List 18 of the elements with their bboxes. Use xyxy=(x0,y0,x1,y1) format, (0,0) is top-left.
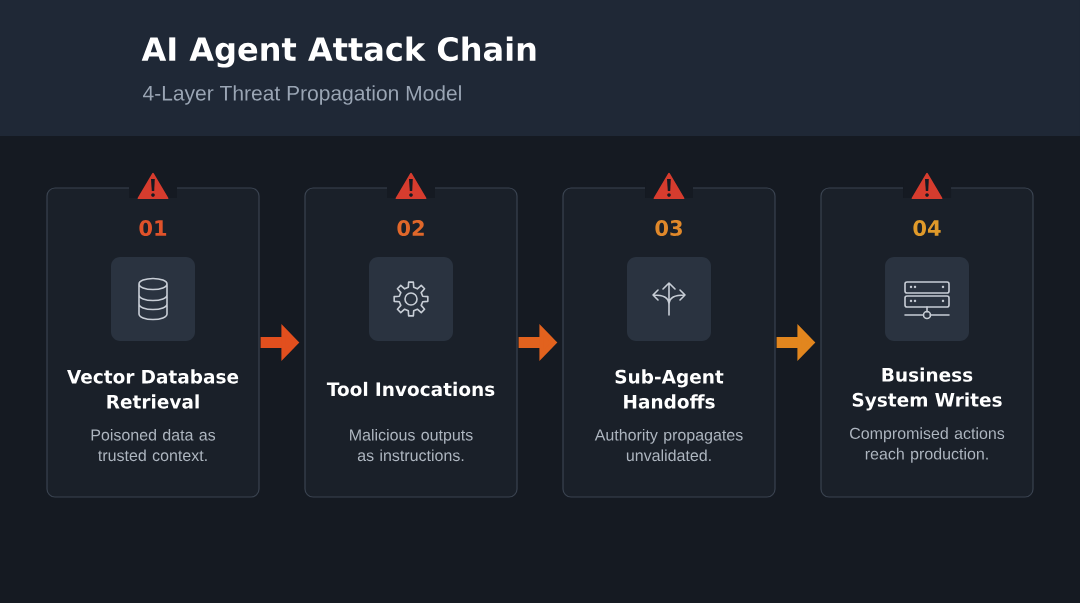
card xyxy=(46,172,260,498)
step-number: 04 xyxy=(913,220,941,236)
card xyxy=(304,172,518,498)
card-description: Authority propagates unvalidated. xyxy=(594,428,743,462)
subtitle: 4-Layer Threat Propagation Model xyxy=(143,85,461,105)
card-description: Malicious outputs as instructions. xyxy=(350,428,473,462)
card-description: Compromised actions reach production. xyxy=(850,427,1005,463)
card-description: Poisoned data as trusted context. xyxy=(91,428,216,462)
card-title: Vector Database Retrieval xyxy=(67,369,239,409)
card-title: Business System Writes xyxy=(852,367,1002,411)
step-number: 01 xyxy=(139,220,167,236)
card-title: Tool Invocations xyxy=(326,381,495,397)
title: AI Agent Attack Chain xyxy=(141,36,536,68)
card xyxy=(562,172,776,498)
step-number: 03 xyxy=(655,220,682,236)
card xyxy=(820,172,1034,498)
step-number: 02 xyxy=(397,220,424,236)
card-title: Sub-Agent Handoffs xyxy=(615,369,724,409)
